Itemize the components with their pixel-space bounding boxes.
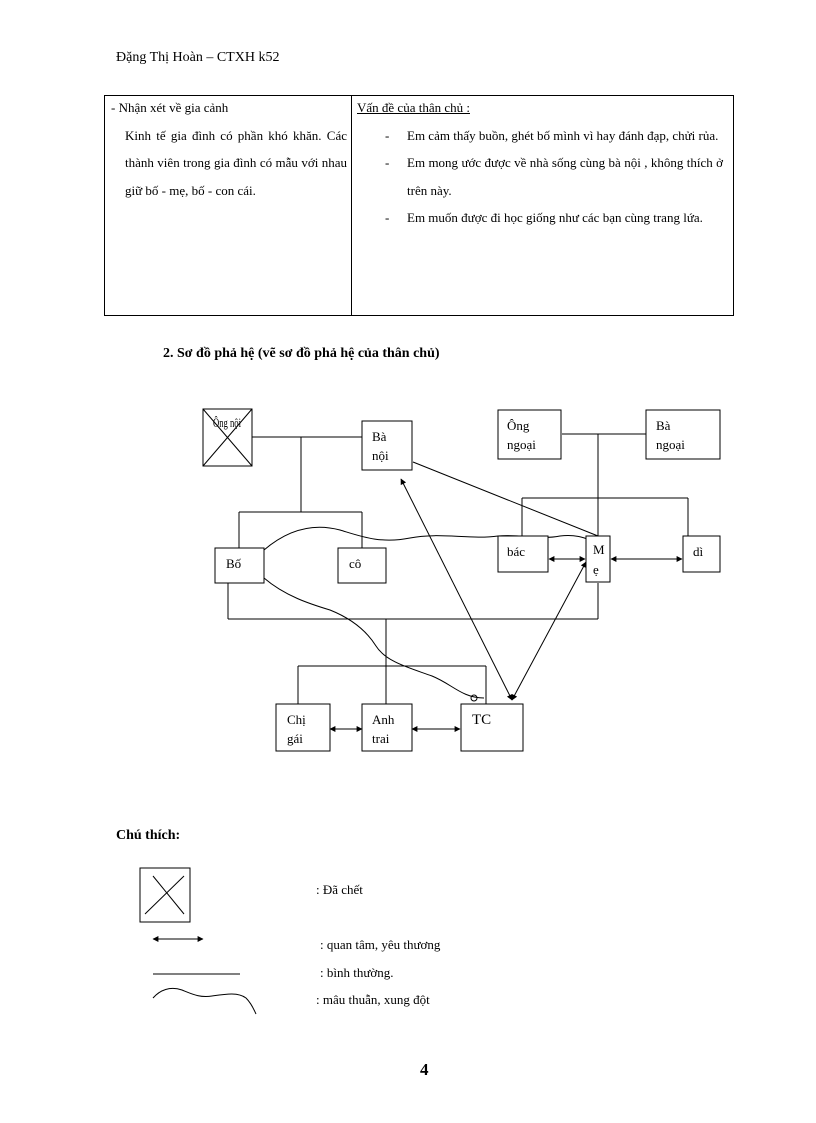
anh-trai-node: Anh trai: [361, 703, 413, 752]
co-label: cô: [349, 556, 361, 571]
ong-noi-label: Ông nội: [213, 415, 241, 430]
ba-ngoai-node: Bà ngoại: [645, 409, 721, 460]
list-item: Em mong ước được về nhà sống cùng bà nội…: [357, 149, 729, 204]
ong-ngoai-label-1: Ông: [507, 418, 530, 433]
chi-gai-label-2: gái: [287, 731, 303, 746]
conflict-end-mark: [470, 694, 478, 702]
legend-care-label: : quan tâm, yêu thương: [320, 937, 441, 952]
me-node: M ẹ: [585, 535, 611, 583]
info-table: - Nhận xét về gia cảnh Kinh tế gia đình …: [104, 95, 734, 316]
ong-noi-node: Ông nội: [202, 408, 253, 467]
ong-ngoai-node: Ông ngoại: [497, 409, 562, 460]
care-arrow-ba-noi-tc: [400, 478, 513, 701]
chi-gai-node: Chị gái: [275, 703, 331, 752]
ba-noi-node: Bà nội: [361, 420, 413, 471]
tc-label: TC: [472, 712, 491, 728]
conflict-line-bo-tc: [263, 577, 485, 699]
client-issues-list: Em cảm thấy buồn, ghét bố mình vì hay đá…: [357, 122, 729, 232]
client-issues-cell: Vấn đề của thân chủ : Em cảm thấy buồn, …: [357, 94, 729, 232]
ba-noi-me-line: [412, 461, 599, 537]
table-divider: [351, 96, 352, 315]
ba-ngoai-label-1: Bà: [656, 418, 671, 433]
bo-label: Bố: [226, 556, 242, 571]
chi-gai-label-1: Chị: [287, 712, 306, 727]
list-item: Em muốn được đi học giống như các bạn cù…: [357, 204, 729, 232]
page-number: 4: [420, 1060, 429, 1079]
ong-ngoai-label-2: ngoại: [507, 437, 536, 452]
co-node: cô: [337, 547, 387, 584]
client-issues-title: Vấn đề của thân chủ :: [357, 100, 470, 115]
family-remarks-cell: - Nhận xét về gia cảnh Kinh tế gia đình …: [111, 94, 347, 204]
legend-deceased-label: : Đã chết: [316, 882, 363, 897]
me-label-1: M: [593, 542, 605, 557]
me-label-2: ẹ: [593, 562, 599, 577]
bo-node: Bố: [214, 547, 265, 584]
family-remarks-body: Kinh tế gia đình có phần khó khăn. Các t…: [125, 127, 347, 198]
tc-node: TC: [460, 703, 524, 752]
legend-conflict-label: : mâu thuẫn, xung đột: [316, 992, 430, 1007]
di-label: dì: [693, 544, 704, 559]
list-item: Em cảm thấy buồn, ghét bố mình vì hay đá…: [357, 122, 729, 150]
anh-trai-label-1: Anh: [372, 712, 395, 727]
anh-trai-label-2: trai: [372, 731, 390, 746]
care-arrow-me-tc: [511, 561, 587, 701]
bac-label: bác: [507, 544, 525, 559]
legend-conflict-symbol: [152, 987, 257, 1015]
ba-noi-label-1: Bà: [372, 429, 387, 444]
legend-normal-label: : bình thường.: [320, 965, 394, 980]
section-title: 2. Sơ đồ phả hệ (vẽ sơ đồ phả hệ của thâ…: [163, 346, 440, 361]
di-node: dì: [682, 535, 721, 573]
ba-ngoai-label-2: ngoại: [656, 437, 685, 452]
ba-noi-label-2: nội: [372, 448, 389, 463]
bac-node: bác: [497, 535, 549, 573]
legend-deceased-symbol: [139, 867, 191, 923]
family-remarks-title: - Nhận xét về gia cảnh: [111, 100, 229, 115]
page-header: Đặng Thị Hoàn – CTXH k52: [116, 50, 280, 65]
legend-title: Chú thích:: [116, 828, 181, 843]
